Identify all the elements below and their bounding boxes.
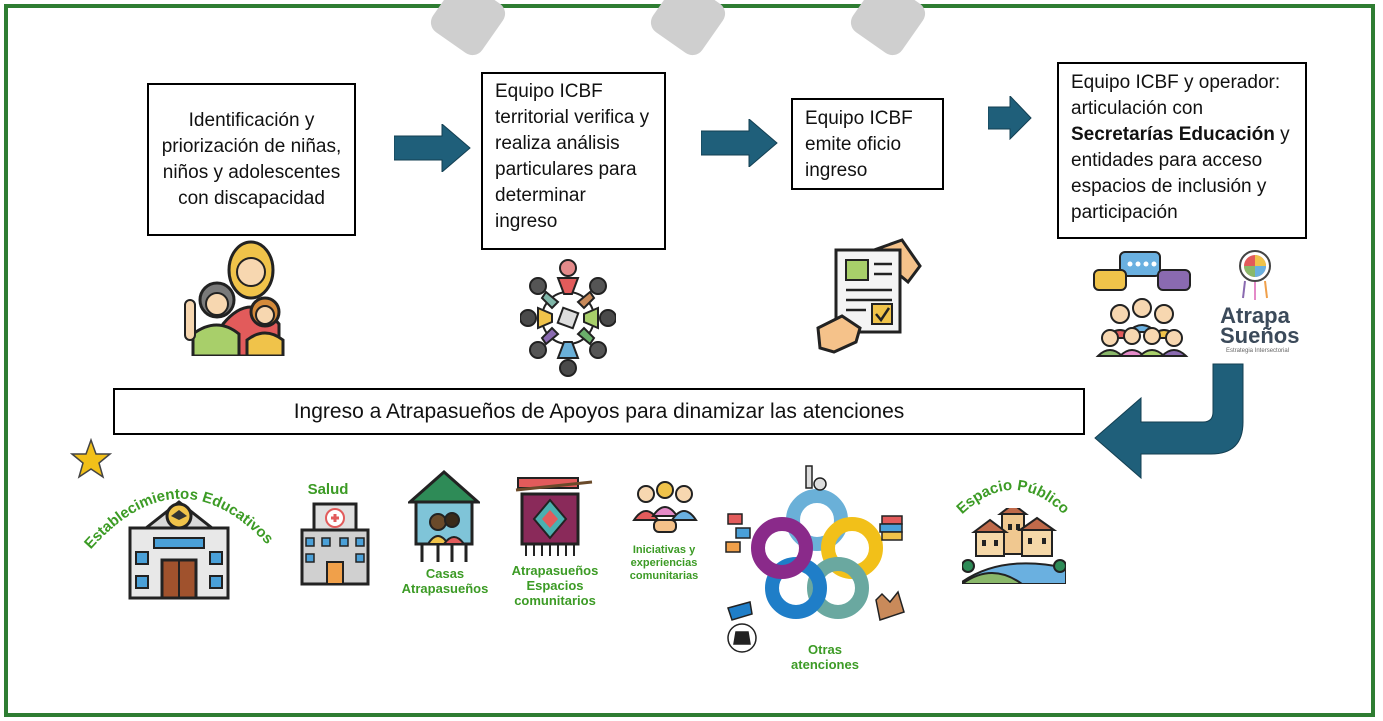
decor-stroke [646, 0, 730, 60]
decor-stroke [426, 0, 510, 60]
salud-label: Salud [307, 481, 349, 498]
document-handoff-icon [816, 238, 922, 354]
family-icon [184, 240, 285, 356]
step-1-text: Identificación y priorización de niñas, … [161, 109, 342, 209]
step-4-box: Equipo ICBF y operador: articulación con… [1057, 62, 1307, 239]
decor-stroke [846, 0, 930, 60]
gears-icon [725, 465, 905, 653]
banner-box: Ingreso a Atrapasueños de Apoyos para di… [113, 388, 1085, 435]
loom-icon [515, 477, 593, 556]
step-2-text: Equipo ICBF territorial verifica y reali… [495, 81, 650, 232]
step-3-box: Equipo ICBF emite oficio ingreso [791, 98, 944, 190]
step-2-box: Equipo ICBF territorial verifica y reali… [481, 72, 666, 250]
banner-text: Ingreso a Atrapasueños de Apoyos para di… [293, 399, 905, 423]
dreamcatcher-logo-icon [1239, 250, 1271, 300]
step-1-box: Identificación y priorización de niñas, … [147, 83, 356, 236]
star-icon [70, 438, 112, 479]
step-3-text: Equipo ICBF emite oficio ingreso [805, 108, 913, 181]
step-4-text-b: y entidades para acceso espacios de incl… [1071, 124, 1290, 223]
community-icon [632, 481, 698, 533]
step-4-text-bold: Secretarías Educación [1071, 124, 1275, 145]
hospital-icon [300, 502, 370, 586]
arrow-curved-down-left-icon [1094, 363, 1244, 480]
town-icon [962, 508, 1066, 584]
arrow-right-icon [988, 96, 1032, 140]
logo-line-1: Atrapa [1220, 303, 1290, 328]
team-circle-icon [520, 259, 616, 377]
otras-label: Otras atenciones [791, 642, 859, 672]
step-4-text-a: Equipo ICBF y operador: articulación con [1071, 72, 1281, 119]
chat-group-icon [1093, 251, 1191, 357]
arrow-right-icon [701, 119, 778, 167]
house-icon [408, 470, 480, 562]
espacios-label: Atrapasueños Espacios comunitarios [511, 563, 599, 608]
casas-label: Casas Atrapasueños [401, 566, 489, 596]
atrapa-suenos-logo: Atrapa Sueños [1220, 303, 1300, 348]
logo-line-2: Sueños [1220, 323, 1300, 348]
logo-subtitle: Estrategia Intersectorial [1226, 348, 1290, 354]
school-icon [128, 500, 230, 600]
arrow-right-icon [394, 124, 471, 172]
iniciativas-label: Iniciativas y experiencias comunitarias [629, 544, 699, 582]
